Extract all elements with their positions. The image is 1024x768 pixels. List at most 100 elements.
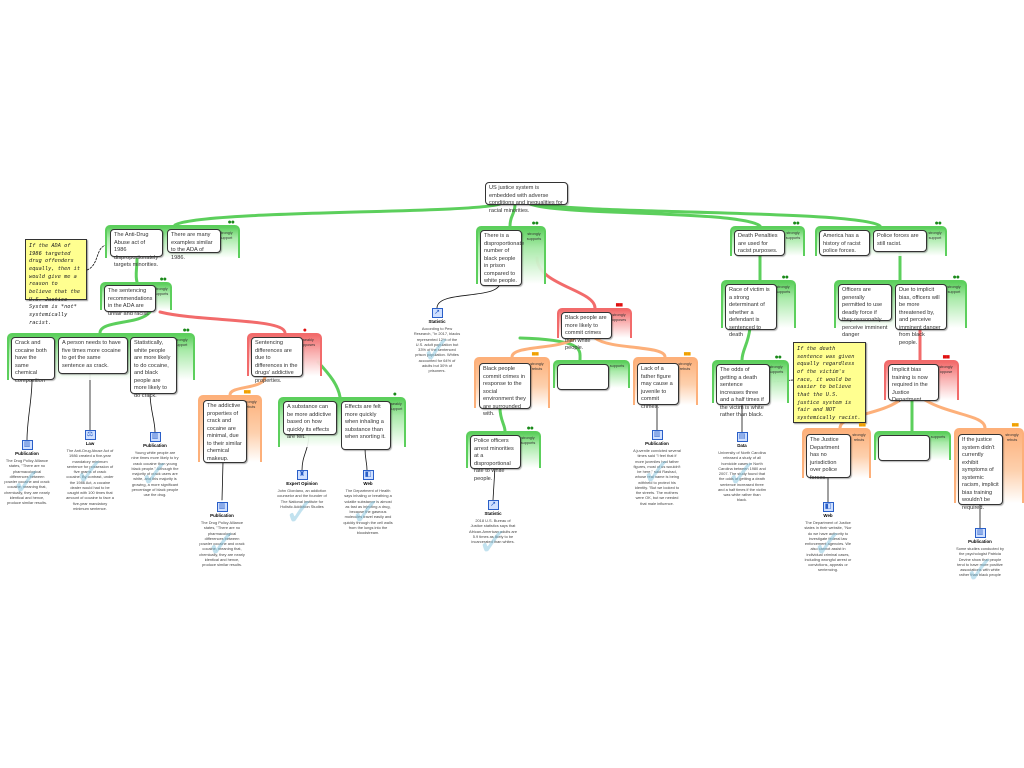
evidence-statistic[interactable]: ↗Statistic✓According to Pew Research, "I… xyxy=(413,308,461,373)
link-K-H xyxy=(593,336,667,359)
evidence-expert-opinion[interactable]: ♜Expert Opinion✓John Giordano, an addict… xyxy=(276,470,328,532)
evidence-text: Young white people are nine times more l… xyxy=(131,450,179,498)
claim-box[interactable]: Black people are more likely to commit c… xyxy=(561,312,612,351)
evidence-data[interactable]: ▤Data✓University of North Carolina relea… xyxy=(718,432,766,503)
evidence-text: John Giordano, an addiction counselor an… xyxy=(277,488,327,509)
claim-box-empty[interactable] xyxy=(878,435,930,461)
claim-box[interactable]: Effects are felt more quickly when inhal… xyxy=(341,401,391,450)
claim-box[interactable]: The Justice Department has no jurisdicti… xyxy=(806,434,851,481)
evidence-publication[interactable]: ▥Publication✓Young white people are nine… xyxy=(131,432,179,497)
claim-box-empty[interactable] xyxy=(557,364,609,390)
claim-box[interactable]: Statistically, white people are more lik… xyxy=(130,337,177,399)
evidence-publication[interactable]: ▥Publication✓The Drug Policy Alliance st… xyxy=(3,440,51,505)
root-claim[interactable]: US justice system is embedded with adver… xyxy=(485,182,568,214)
relation-label: strongly supports xyxy=(775,285,791,294)
note-death-sentence[interactable]: If the death sentence was given equally … xyxy=(793,342,866,423)
strength-dots: ■■ xyxy=(615,302,624,309)
strength-dots: ●● xyxy=(934,220,943,227)
claim-box[interactable]: Black people commit crimes in response t… xyxy=(479,363,531,417)
claim-box[interactable]: Race of victim is a strong determinant o… xyxy=(725,284,777,338)
strength-dots: ●● xyxy=(774,354,783,361)
claim-box[interactable]: Death Penalties are used for racist purp… xyxy=(734,230,785,256)
check-icon: ✓ xyxy=(477,522,509,564)
link-I-L xyxy=(498,406,507,433)
evidence-type: Publication xyxy=(968,539,992,544)
objection-group-R: ■■ strongly oppose Implicit bias trainin… xyxy=(884,354,959,403)
check-icon: ✓ xyxy=(284,492,316,534)
claim-box[interactable]: Police forces are still racist. xyxy=(873,230,927,252)
claim-box[interactable]: The odds of getting a death sentence inc… xyxy=(716,364,770,418)
claim-box[interactable]: There is a disproportionate number of bl… xyxy=(480,230,524,286)
claim-box[interactable]: Implicit bias training is now required i… xyxy=(888,364,939,403)
claim-box[interactable]: Police officers arrest minorities at a d… xyxy=(470,435,521,482)
evidence-type: Statistic xyxy=(428,319,446,324)
evidence-publication[interactable]: ▥Publication✓Some studies conducted by t… xyxy=(956,528,1004,590)
check-icon: ✓ xyxy=(964,550,996,592)
check-icon: ✓ xyxy=(641,452,673,494)
claim-box[interactable]: The addictive properties of crack and co… xyxy=(203,400,247,463)
evidence-type: Web xyxy=(363,481,373,486)
book-icon: ▥ xyxy=(216,502,228,512)
strength-dots: ■■ xyxy=(683,351,692,358)
relation-label: strongly rebuts xyxy=(530,362,544,371)
claim-box[interactable]: A substance can be more addictive based … xyxy=(283,401,337,440)
strength-dots: ■■ xyxy=(942,354,951,361)
claim-box[interactable]: If the justice system didn't currently e… xyxy=(958,434,1003,511)
reason-group-O: ●● strongly supports Race of victim is a… xyxy=(721,274,796,338)
evidence-publication[interactable]: ▥Publication ✓The Drug Policy Alliance st… xyxy=(198,502,246,567)
reason-group-M: ●● strongly supports Death Penalties are… xyxy=(730,220,805,256)
strength-dots: ■■ xyxy=(243,389,252,396)
reason-group-G: ●● strongly supports There is a dispropo… xyxy=(476,220,546,286)
relation-label: strongly oppose xyxy=(939,365,953,374)
claim-box[interactable]: Lack of a father figure may cause a juve… xyxy=(637,363,679,410)
evidence-text: University of North Carolina released a … xyxy=(718,450,767,503)
reason-group-P: ●● strongly support Officers are general… xyxy=(834,274,967,346)
relation-label: strongly rebuts xyxy=(243,400,257,409)
reason-group-B: ●● strongly supports The sentencing reco… xyxy=(100,276,172,317)
evidence-publication[interactable]: ▥Publication✓A juvenile convicted severa… xyxy=(633,430,681,506)
claim-box[interactable]: Due to implicit bias, officers will be m… xyxy=(895,284,947,346)
claim-box[interactable]: America has a history of racist police f… xyxy=(819,230,870,256)
evidence-type: Publication xyxy=(210,513,234,518)
strength-dots: ●● xyxy=(792,220,801,227)
relation-label: strongly supports xyxy=(153,287,169,296)
claim-box[interactable]: The Anti-Drug Abuse act of 1986 dispropo… xyxy=(110,229,163,268)
relation-label: strongly support xyxy=(928,231,942,240)
strength-dots: ■■ xyxy=(1011,422,1020,429)
claim-box[interactable]: Sentencing differences are due to differ… xyxy=(251,337,303,384)
reason-group-A: ●● strongly support The Anti-Drug Abuse … xyxy=(105,219,240,268)
strength-dots: ●● xyxy=(781,274,790,281)
evidence-text: The Drug Policy Alliance states, "There … xyxy=(199,520,245,568)
link-root-A xyxy=(173,202,502,227)
check-icon: ✓ xyxy=(206,524,238,566)
strength-dots: ●● xyxy=(531,220,540,227)
claim-box[interactable]: Officers are generally permitted to use … xyxy=(838,284,892,338)
web-icon: ◧ xyxy=(822,502,834,512)
expert-icon: ♜ xyxy=(296,470,308,480)
evidence-statistic[interactable]: ↗Statistic✓2018 U.S. Bureau of Justice s… xyxy=(469,500,517,562)
strength-dots: ● xyxy=(392,391,397,398)
claim-box[interactable]: Crack and cocaine both have the same che… xyxy=(11,337,55,384)
evidence-web[interactable]: ◧Web✓The Department of Justice states in… xyxy=(804,502,852,573)
evidence-law[interactable]: ⚖Law✓The Anti-Drug Abuse Act of 1986 cre… xyxy=(66,430,114,511)
reason-group-N: ●● strongly support America has a histor… xyxy=(815,220,947,256)
claim-box[interactable]: The sentencing recommendations in the AD… xyxy=(104,285,156,317)
evidence-text: According to Pew Research, "In 2017, bla… xyxy=(413,326,461,374)
link-O-Q xyxy=(740,326,752,362)
evidence-text: The Department of Justice states in thei… xyxy=(804,520,852,573)
relation-label: supports xyxy=(609,364,625,368)
rebuttal-group-S: ■■ strongly rebuts The Justice Departmen… xyxy=(802,422,871,481)
rebuttal-group-U: ■■ strongly rebuts If the justice system… xyxy=(954,422,1024,511)
claim-box[interactable]: There are many examples similar to the A… xyxy=(167,229,221,261)
relation-label: strongly supports xyxy=(785,231,801,240)
evidence-web[interactable]: ◧Web✓The Department of Health says inhal… xyxy=(342,470,394,535)
link-root-N xyxy=(538,202,882,228)
reason-group-J: supports xyxy=(553,360,630,390)
strength-dots: ● xyxy=(302,327,307,334)
claim-box[interactable]: A person needs to have five times more c… xyxy=(58,337,128,374)
book-icon: ▥ xyxy=(974,528,986,538)
note-ada[interactable]: If the ADA of 1986 targeted drug offende… xyxy=(25,239,87,326)
relation-label: strongly rebuts xyxy=(852,433,866,442)
strength-dots: ■■ xyxy=(531,351,540,358)
objection-group-D: ● weakly opposes Sentencing differences … xyxy=(247,327,322,384)
